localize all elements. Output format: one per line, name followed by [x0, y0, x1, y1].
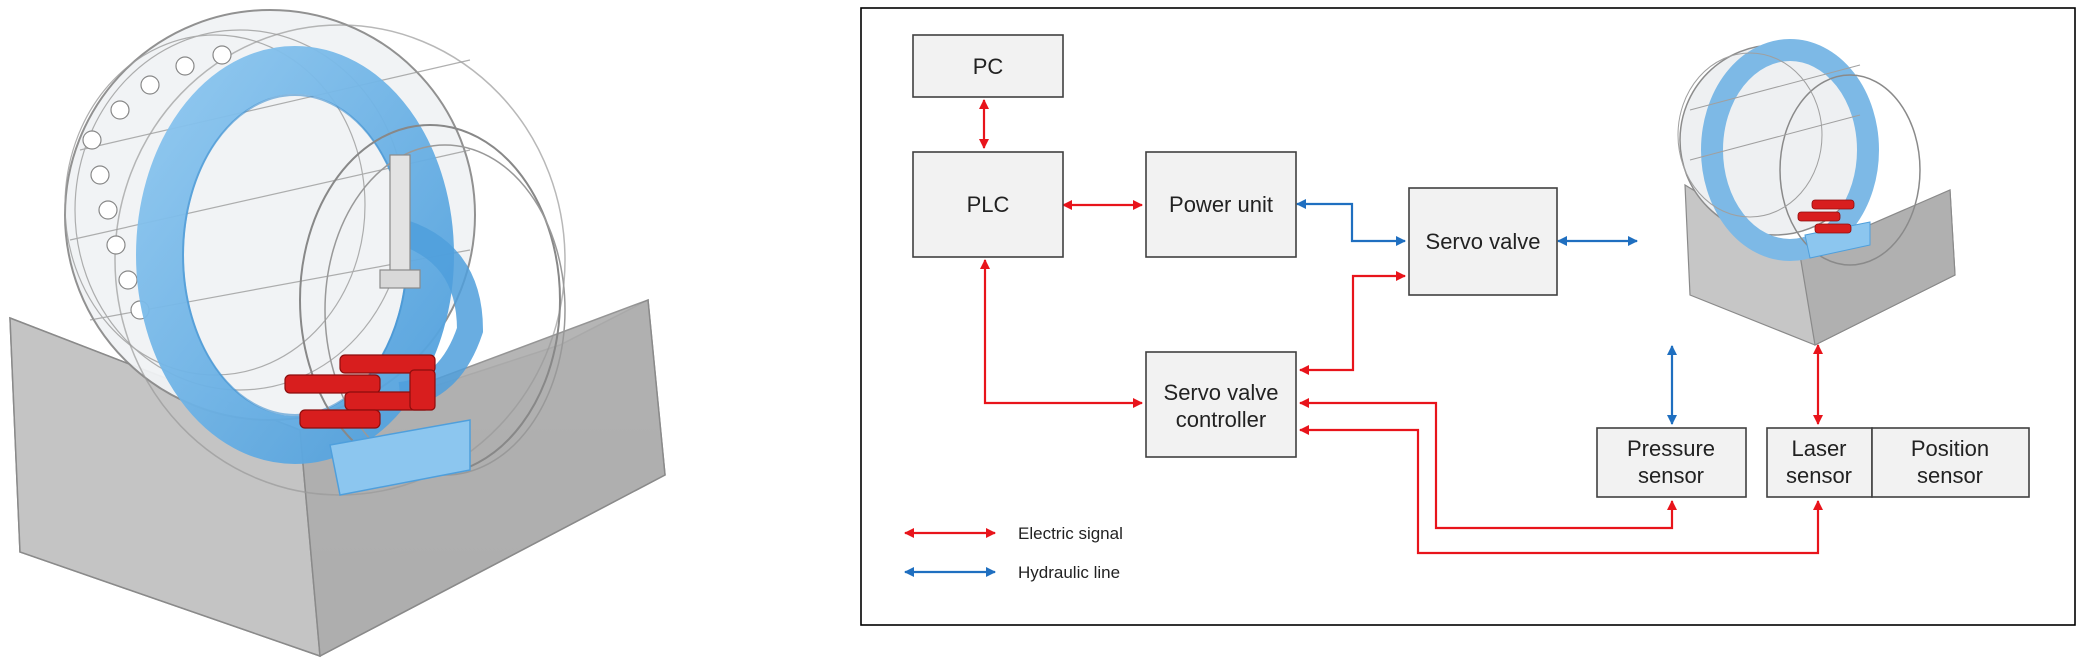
- pressure-sensor-label-line1: Pressure: [1627, 436, 1715, 461]
- hydraulic-connections: [1296, 199, 1677, 425]
- controller-label-line1: Servo valve: [1164, 380, 1279, 405]
- position-sensor-label-line1: Position: [1911, 436, 1989, 461]
- controller-label-line2: controller: [1176, 407, 1266, 432]
- link-plc-controller: [980, 259, 1143, 408]
- electric-connections: [979, 99, 1823, 555]
- position-sensor-label-line2: sensor: [1917, 463, 1983, 488]
- node-laser-sensor: Laser sensor: [1766, 427, 1873, 498]
- pc-label: PC: [973, 54, 1004, 79]
- servo-valve-label: Servo valve: [1426, 229, 1541, 254]
- link-controller-servo-valve: [1299, 271, 1406, 375]
- link-controller-pressure-sensor: [1299, 398, 1677, 530]
- laser-sensor-label-line1: Laser: [1791, 436, 1846, 461]
- node-pc: PC: [912, 34, 1064, 98]
- legend: Electric signal Hydraulic line: [904, 524, 1123, 582]
- node-pressure-sensor: Pressure sensor: [1596, 427, 1747, 498]
- block-diagram: PC PLC Power unit Servo valve Servo valv…: [860, 7, 2076, 626]
- legend-hydraulic-label: Hydraulic line: [1018, 563, 1120, 582]
- node-plc: PLC: [912, 151, 1064, 258]
- node-servo-valve: Servo valve: [1408, 187, 1558, 296]
- power-unit-label: Power unit: [1169, 192, 1273, 217]
- link-power-unit-servo-valve: [1296, 199, 1406, 246]
- node-power-unit: Power unit: [1145, 151, 1297, 258]
- machine-illustration: [9, 9, 666, 658]
- node-servo-valve-controller: Servo valve controller: [1145, 351, 1297, 458]
- machine-thumbnail: [1677, 39, 1956, 346]
- pressure-sensor-label-line2: sensor: [1638, 463, 1704, 488]
- laser-sensor-label-line2: sensor: [1786, 463, 1852, 488]
- legend-electric-label: Electric signal: [1018, 524, 1123, 543]
- plc-label: PLC: [967, 192, 1010, 217]
- link-controller-laser-sensor: [1299, 425, 1823, 555]
- node-position-sensor: Position sensor: [1871, 427, 2030, 498]
